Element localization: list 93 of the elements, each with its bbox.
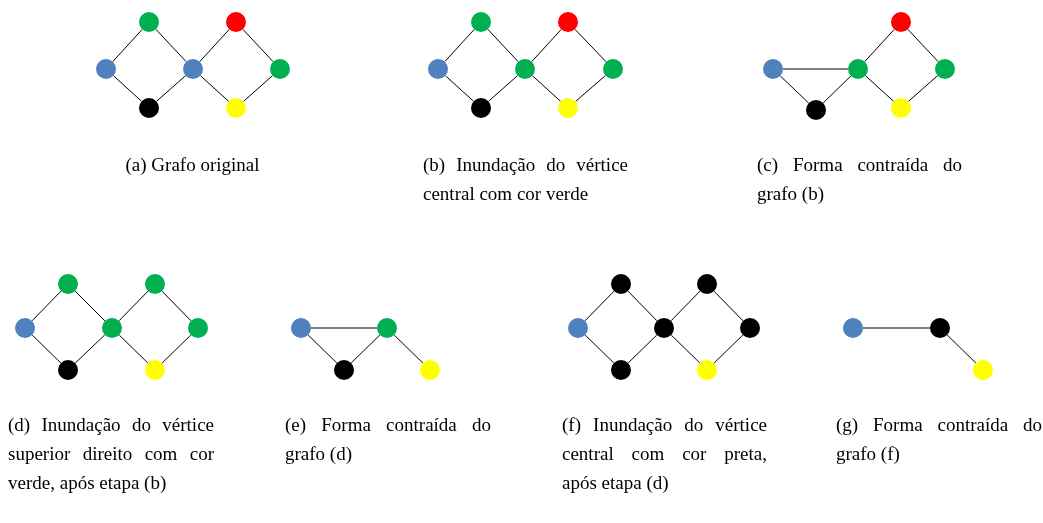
edge-line [488, 75, 518, 102]
subfigure-caption: (g) Forma contraída do grafo (f) [836, 413, 1042, 466]
graph-vertex [740, 318, 760, 338]
edge-line [907, 28, 939, 63]
graph-vertex [226, 12, 246, 32]
edge-line [118, 334, 149, 364]
edge-line [307, 334, 338, 364]
edge-line [864, 28, 895, 63]
edge-line [627, 290, 658, 322]
edge-line [199, 75, 230, 102]
edge-line [310, 327, 378, 329]
edge-line [444, 28, 475, 63]
graph-vertex [843, 318, 863, 338]
graph-vertex [654, 318, 674, 338]
edge-line [908, 75, 938, 102]
graph-vertex [930, 318, 950, 338]
graph-vertex [96, 59, 116, 79]
graph-vertex [139, 98, 159, 118]
edge-line [713, 334, 744, 364]
graph-vertex [891, 98, 911, 118]
graph-vertex [603, 59, 623, 79]
graph-vertex [697, 360, 717, 380]
edge-line [822, 75, 852, 104]
subfigure-caption: (d) Inundação do vértice superior direito com cor verde, após etapa (b) [8, 413, 214, 495]
graph-vertex [183, 59, 203, 79]
edge-line [155, 28, 187, 63]
edge-line [444, 75, 475, 102]
edge-line [627, 334, 658, 364]
subfigure-caption: (e) Forma contraída do grafo (d) [285, 413, 491, 466]
graph-vertex [568, 318, 588, 338]
graph-vertex [515, 59, 535, 79]
graph-vertex [188, 318, 208, 338]
edge-line [74, 290, 106, 322]
edge-line [242, 28, 274, 63]
edge-line [670, 290, 701, 322]
graph-vertex [471, 12, 491, 32]
graph-vertex [334, 360, 354, 380]
edge-line [112, 28, 143, 63]
subfigure-caption: (b) Inundação do vértice central com cor verde [423, 153, 628, 206]
graph-vertex [15, 318, 35, 338]
edge-line [487, 28, 519, 63]
edge-line [584, 334, 615, 364]
graph-vertex [145, 360, 165, 380]
graph-vertex [935, 59, 955, 79]
edge-line [199, 28, 230, 63]
edge-line [156, 75, 186, 102]
edge-line [575, 75, 606, 102]
edge-line [670, 334, 701, 364]
graph-vertex [428, 59, 448, 79]
edge-line [574, 28, 607, 63]
edge-line [864, 75, 895, 102]
edge-line [713, 290, 744, 322]
graph-vertex [270, 59, 290, 79]
graph-vertex [611, 360, 631, 380]
graph-vertex [558, 98, 578, 118]
graph-vertex [226, 98, 246, 118]
graph-vertex [420, 360, 440, 380]
edge-line [118, 290, 149, 322]
edge-line [531, 75, 562, 102]
graph-vertex [58, 360, 78, 380]
edge-line [946, 334, 977, 364]
subfigure-caption: (c) Forma contraída do grafo (b) [757, 153, 962, 206]
graph-vertex [291, 318, 311, 338]
graph-vertex [806, 100, 826, 120]
graph-vertex [471, 98, 491, 118]
graph-vertex [58, 274, 78, 294]
edge-line [350, 334, 381, 364]
edge-line [112, 75, 143, 102]
graph-vertex [611, 274, 631, 294]
graph-vertex [763, 59, 783, 79]
edge-line [584, 290, 615, 322]
edge-line [74, 334, 106, 364]
graph-vertex [848, 59, 868, 79]
graph-vertex [697, 274, 717, 294]
subfigure-caption: (a) Grafo original [124, 153, 261, 177]
edge-line [782, 68, 849, 70]
edge-line [393, 334, 424, 364]
edge-line [531, 28, 562, 63]
edge-line [31, 290, 62, 322]
edge-line [161, 290, 192, 322]
graph-vertex [377, 318, 397, 338]
graph-vertex [145, 274, 165, 294]
edge-line [161, 334, 192, 364]
edge-line [862, 327, 931, 329]
edge-line [243, 75, 273, 102]
graph-vertex [973, 360, 993, 380]
graph-vertex [558, 12, 578, 32]
graph-vertex [102, 318, 122, 338]
edge-line [31, 334, 62, 364]
edge-line [779, 75, 810, 104]
subfigure-caption: (f) Inundação do vértice central com cor preta, após etapa (d) [562, 413, 767, 495]
graph-vertex [891, 12, 911, 32]
graph-vertex [139, 12, 159, 32]
